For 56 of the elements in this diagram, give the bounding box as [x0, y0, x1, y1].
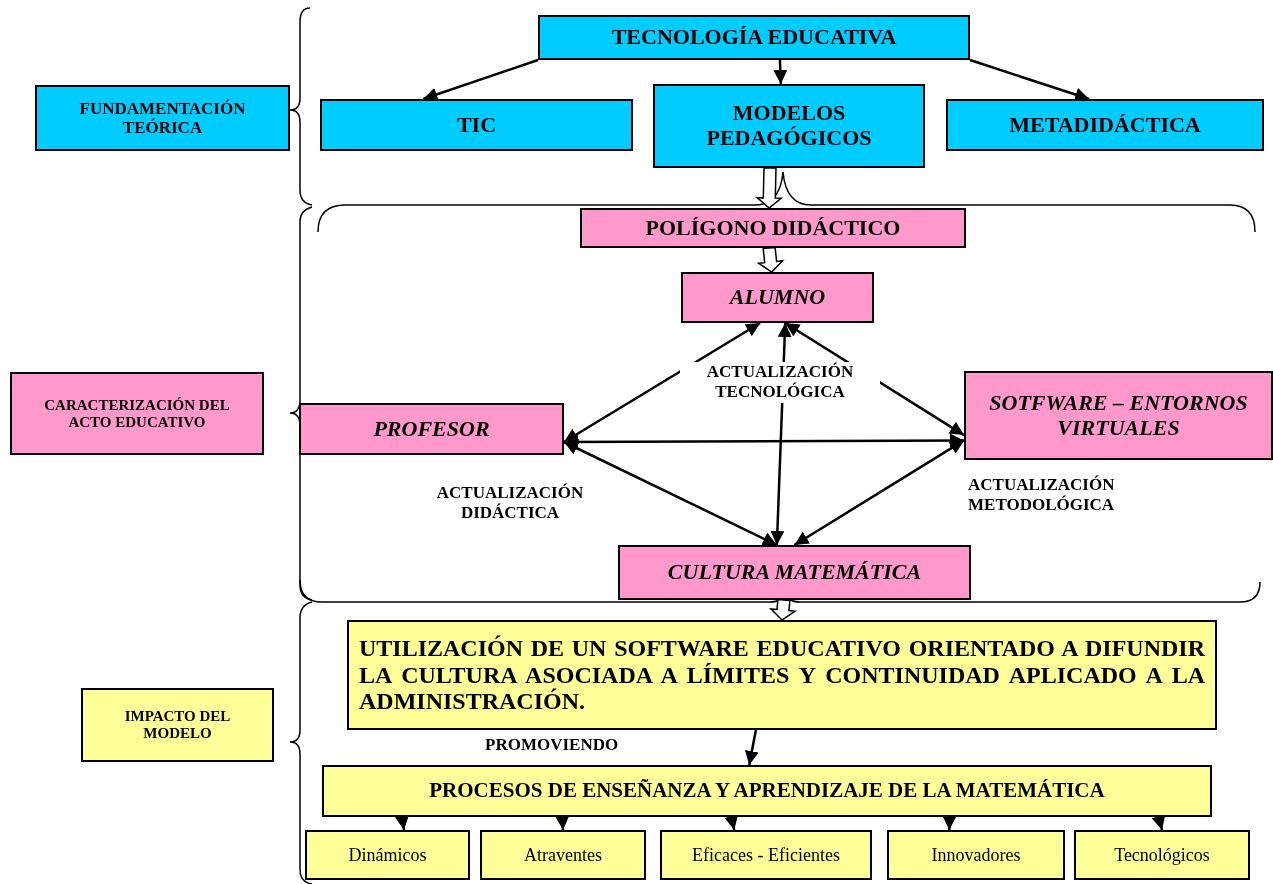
node-text: POLÍGONO DIDÁCTICO: [645, 215, 901, 241]
node-text: Atraventes: [524, 844, 602, 866]
process-box: [660, 830, 872, 880]
node-text: SOTFWARE – ENTORNOS VIRTUALES: [988, 390, 1249, 441]
node-text: TIC: [456, 112, 497, 138]
annotation-text: PROMOVIENDO: [485, 735, 620, 756]
node-text: UTILIZACIÓN DE UN SOFTWARE EDUCATIVO ORIENTADO A DIFUNDIR LA CULTURA ASOCIADA A LÍMITES Y CONTINUIDAD APLICADO A LA ADMINISTRACIÓN.: [359, 634, 1205, 716]
annotation-text: ACTUALIZACIÓN METODOLÓGICA: [968, 475, 1116, 516]
arrow: [744, 729, 759, 766]
node-text: PROCESOS DE ENSEÑANZA Y APRENDIZAJE DE LA MATEMÁTICA: [429, 779, 1105, 803]
process-box: [580, 208, 966, 248]
process-box: [887, 830, 1065, 880]
process-box: [322, 765, 1212, 817]
hollow-arrow: [756, 246, 785, 273]
process-box: [480, 830, 646, 880]
arrow: [395, 815, 409, 831]
node-text: FUNDAMENTACIÓN TEÓRICA: [78, 98, 247, 138]
process-box: [81, 688, 274, 762]
process-box: [305, 830, 470, 880]
node-text: Eficaces - Eficientes: [692, 844, 840, 866]
process-box: [35, 85, 290, 151]
annotation-text: ACTUALIZACIÓN DIDÁCTICA: [435, 483, 585, 524]
node-text: METADIDÁCTICA: [1009, 112, 1201, 138]
node-text: ALUMNO: [729, 285, 826, 310]
arrow: [942, 815, 957, 830]
arrow: [773, 59, 788, 85]
process-box: [946, 99, 1264, 151]
arrow: [555, 815, 570, 831]
process-box: [964, 371, 1273, 460]
node-text: Innovadores: [931, 844, 1021, 866]
arrow: [564, 433, 964, 449]
process-box: [299, 403, 564, 455]
process-box: [538, 15, 970, 60]
arrow: [563, 440, 778, 547]
node-text: IMPACTO DEL MODELO: [123, 708, 232, 742]
arrow: [969, 58, 1090, 102]
process-box: [10, 372, 264, 455]
node-text: Dinámicos: [348, 844, 427, 866]
node-text: TECNOLOGÍA EDUCATIVA: [611, 25, 897, 50]
arrow: [793, 439, 965, 547]
hollow-arrow: [769, 598, 798, 621]
process-box: [320, 99, 633, 151]
process-box: [681, 272, 874, 323]
process-box: [1074, 830, 1250, 880]
arrow: [422, 58, 539, 102]
annotation-text: ACTUALIZACIÓN TECNOLÓGICA: [680, 362, 880, 403]
node-text: CARACTERIZACIÓN DEL ACTO EDUCATIVO: [43, 396, 231, 431]
node-text: PROFESOR: [373, 416, 490, 442]
process-box: [347, 620, 1217, 730]
arrow: [563, 321, 761, 444]
node-text: MODELOS PEDAGÓGICOS: [705, 101, 873, 151]
process-box: [653, 84, 925, 168]
node-text: CULTURA MATEMÁTICA: [667, 560, 922, 585]
process-box: [618, 545, 971, 600]
hollow-arrow: [755, 167, 784, 209]
node-text: Tecnológicos: [1114, 844, 1210, 866]
